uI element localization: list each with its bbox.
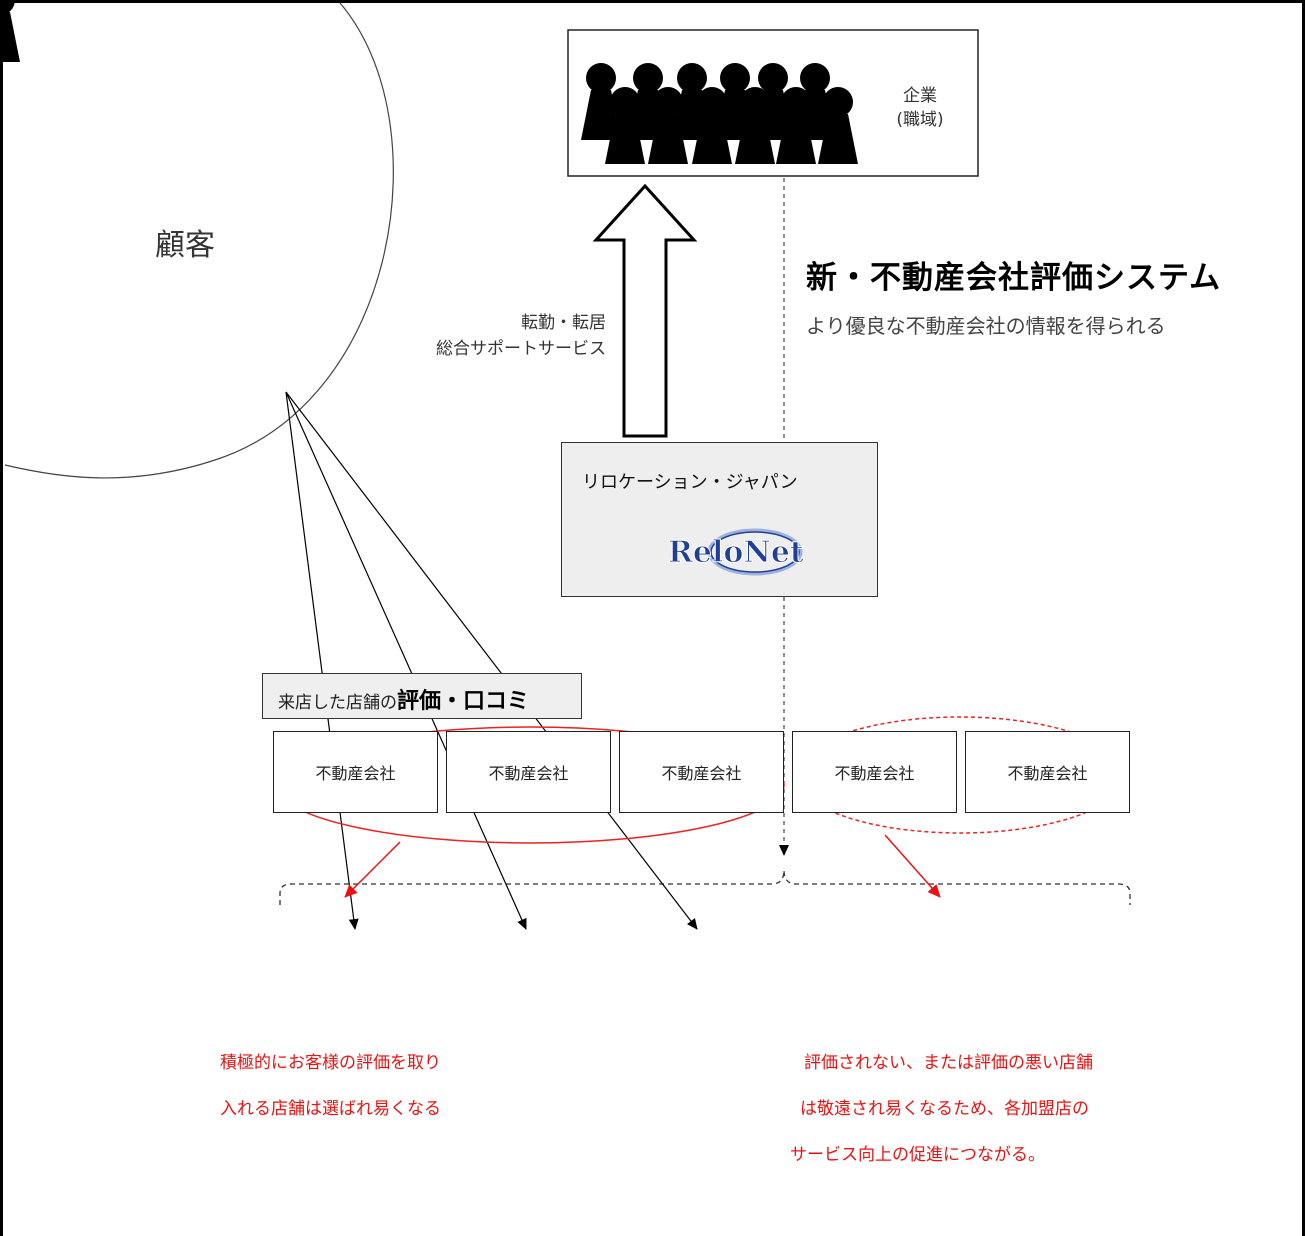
agent-box: 不動産会社 xyxy=(965,731,1130,813)
relonet-logo-text: ReloNet xyxy=(668,535,804,570)
agent-box: 不動産会社 xyxy=(273,731,438,813)
service-label-line2: 総合サポートサービス xyxy=(436,339,606,359)
bad-stores-note-line: は敬遠され易くなるため、各加盟店の xyxy=(800,1099,1089,1119)
service-label: 転勤・転居 総合サポートサービス xyxy=(380,310,606,362)
relocation-box xyxy=(561,442,878,597)
review-label-emphasis: 評価・口コミ xyxy=(397,689,530,714)
service-label-line1: 転勤・転居 xyxy=(521,313,606,333)
good-stores-note-line: 積極的にお客様の評価を取り xyxy=(220,1053,441,1073)
agents-brace xyxy=(279,869,1131,905)
company-label: 企業 (職域) xyxy=(880,84,960,132)
company-label-line2: (職域) xyxy=(896,110,944,130)
people-icon xyxy=(0,0,858,164)
customer-label: 顧客 xyxy=(155,228,215,263)
bad-stores-note: 評価されない、または評価の悪い店舗 は敬遠され易くなるため、各加盟店の サービス… xyxy=(790,1040,1093,1178)
agent-box: 不動産会社 xyxy=(619,731,784,813)
review-arrows xyxy=(285,391,698,930)
agent-box: 不動産会社 xyxy=(792,731,957,813)
agent-box: 不動産会社 xyxy=(446,731,611,813)
customer-circle xyxy=(4,2,394,479)
relocation-name: リロケーション・ジャパン xyxy=(582,472,798,493)
company-label-line1: 企業 xyxy=(903,86,937,106)
system-title: 新・不動産会社評価システム xyxy=(806,260,1222,296)
good-stores-note-line: 入れる店舗は選ばれ易くなる xyxy=(220,1099,441,1119)
good-stores-note: 積極的にお客様の評価を取り 入れる店舗は選ばれ易くなる xyxy=(220,1040,441,1132)
relonet-logo: ReloNet xyxy=(668,528,804,576)
review-label: 来店した店舗の評価・口コミ xyxy=(278,683,529,715)
review-label-prefix: 来店した店舗の xyxy=(278,693,397,713)
review-box xyxy=(262,673,582,719)
support-arrow xyxy=(592,183,698,438)
system-subtitle: より優良な不動産会社の情報を得られる xyxy=(806,314,1166,338)
bad-stores-note-line: 評価されない、または評価の悪い店舗 xyxy=(804,1053,1093,1073)
bad-stores-note-line: サービス向上の促進につながる。 xyxy=(790,1145,1045,1165)
